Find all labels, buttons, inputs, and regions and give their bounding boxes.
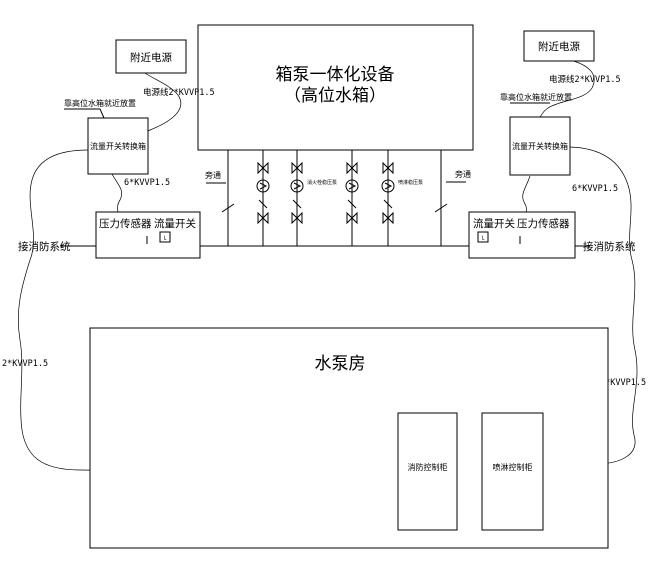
cable-signal-right bbox=[522, 175, 531, 215]
sensor-box-left bbox=[95, 211, 201, 259]
pump-icon-2 bbox=[345, 179, 359, 193]
sensor-box-right-label1: 流量开关 bbox=[473, 217, 515, 230]
main-unit-box bbox=[197, 24, 474, 151]
check-valve-0 bbox=[258, 199, 268, 209]
valve-top-1 bbox=[291, 161, 303, 175]
valve-bottom-3 bbox=[382, 211, 394, 225]
power-source-right-label: 附近电源 bbox=[538, 40, 580, 53]
valve-bottom-1 bbox=[291, 211, 303, 225]
sensor-box-left-label1: 压力传感器 bbox=[99, 217, 152, 230]
sprinkler-control-cabinet-label: 喷淋控制柜 bbox=[493, 462, 533, 472]
sensor-box-left-label2: 流量开关 bbox=[154, 217, 196, 230]
switch-box-left-label: 流量开关转换箱 bbox=[90, 141, 146, 151]
cable-label-long-right: 2*KVVP1.5 bbox=[600, 378, 646, 388]
note-leader-left bbox=[64, 108, 105, 119]
flow-switch-symbol-left bbox=[159, 231, 171, 243]
valve-bottom-0 bbox=[257, 211, 269, 225]
bypass-right-label: 旁通 bbox=[455, 169, 471, 179]
power-source-right bbox=[523, 30, 595, 62]
cable-label-signal-right: 6*KVVP1.5 bbox=[572, 184, 618, 194]
fire-system-left-label: 接消防系统 bbox=[18, 240, 71, 253]
pump-valve-group bbox=[256, 161, 395, 225]
power-source-left-label: 附近电源 bbox=[130, 51, 172, 64]
power-source-left bbox=[115, 39, 187, 74]
pump-icon-3 bbox=[381, 179, 395, 193]
valve-top-0 bbox=[257, 161, 269, 175]
check-valve-3 bbox=[383, 199, 393, 209]
pump-icon-1 bbox=[290, 179, 304, 193]
main-unit-title-line2: （高位水箱） bbox=[284, 86, 386, 106]
flow-switch-symbol-right bbox=[477, 231, 489, 243]
flow-switch-symbol-left-text: L bbox=[164, 236, 167, 242]
bypass-left-label: 旁通 bbox=[205, 170, 221, 180]
check-valve-1 bbox=[292, 199, 302, 209]
pump-icon-0 bbox=[256, 179, 270, 193]
valve-top-2 bbox=[346, 161, 358, 175]
valve-top-3 bbox=[382, 161, 394, 175]
cable-power-right bbox=[539, 57, 595, 118]
sensor-box-right-label2: 压力传感器 bbox=[517, 217, 570, 230]
cable-label-power-left: 电源线2*KVVP1.5 bbox=[143, 87, 215, 98]
pump-arrow-0 bbox=[259, 182, 268, 190]
check-valve-2 bbox=[347, 199, 357, 209]
valve-bottom-2 bbox=[346, 211, 358, 225]
cable-label-long-left: 2*KVVP1.5 bbox=[2, 359, 48, 369]
cable-signal-left bbox=[111, 173, 123, 214]
main-unit-title-line1: 箱泵一体化设备 bbox=[276, 65, 395, 85]
switch-box-right-note: 靠高位水箱就近放置 bbox=[500, 92, 572, 102]
fire-system-right-label: 接消防系统 bbox=[583, 240, 636, 253]
switch-box-left-note: 靠高位水箱就近放置 bbox=[64, 98, 136, 108]
cable-label-signal-left: 6*KVVP1.5 bbox=[124, 178, 170, 188]
switch-box-right bbox=[509, 116, 571, 176]
flow-switch-symbol-right-text: L bbox=[482, 236, 485, 242]
pump-arrow-3 bbox=[384, 182, 393, 190]
pump-label-right: 喷淋稳压泵 bbox=[398, 179, 423, 186]
pump-arrow-1 bbox=[293, 182, 302, 190]
switch-box-left bbox=[87, 117, 149, 175]
switch-box-right-label: 流量开关转换箱 bbox=[512, 141, 568, 151]
pump-label-left: 消火栓稳压泵 bbox=[307, 179, 337, 186]
sprinkler-control-cabinet bbox=[481, 412, 544, 531]
pump-room-title: 水泵房 bbox=[315, 354, 366, 374]
fire-control-cabinet bbox=[397, 412, 458, 531]
cable-label-power-right: 电源线2*KVVP1.5 bbox=[549, 74, 621, 85]
fire-control-cabinet-label: 消防控制柜 bbox=[408, 462, 448, 472]
pump-arrow-2 bbox=[348, 182, 357, 190]
